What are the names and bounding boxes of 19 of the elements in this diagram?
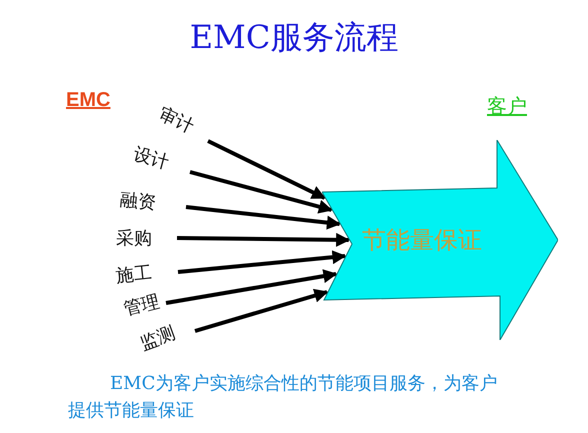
- caption: EMC为客户实施综合性的节能项目服务，为客户提供节能量保证: [68, 372, 498, 423]
- step-label: 监测: [138, 324, 178, 354]
- step-label: 设计: [131, 146, 171, 172]
- step-label: 审计: [156, 105, 196, 137]
- arrow: [176, 232, 350, 247]
- step-label: 施工: [115, 264, 153, 286]
- arrow: [207, 139, 326, 200]
- title: EMC服务流程: [188, 20, 400, 56]
- step-label: 管理: [122, 292, 162, 320]
- arrow: [189, 170, 333, 214]
- arrow: [166, 269, 338, 305]
- arrow: [194, 288, 328, 333]
- group-label: 客户: [487, 96, 527, 116]
- group-label: EMC: [66, 90, 110, 110]
- step-label: 融资: [119, 191, 157, 213]
- arrow-text: 节能量保证: [362, 228, 482, 252]
- step-label: 采购: [116, 230, 152, 248]
- arrow: [186, 205, 341, 230]
- arrow: [178, 250, 346, 274]
